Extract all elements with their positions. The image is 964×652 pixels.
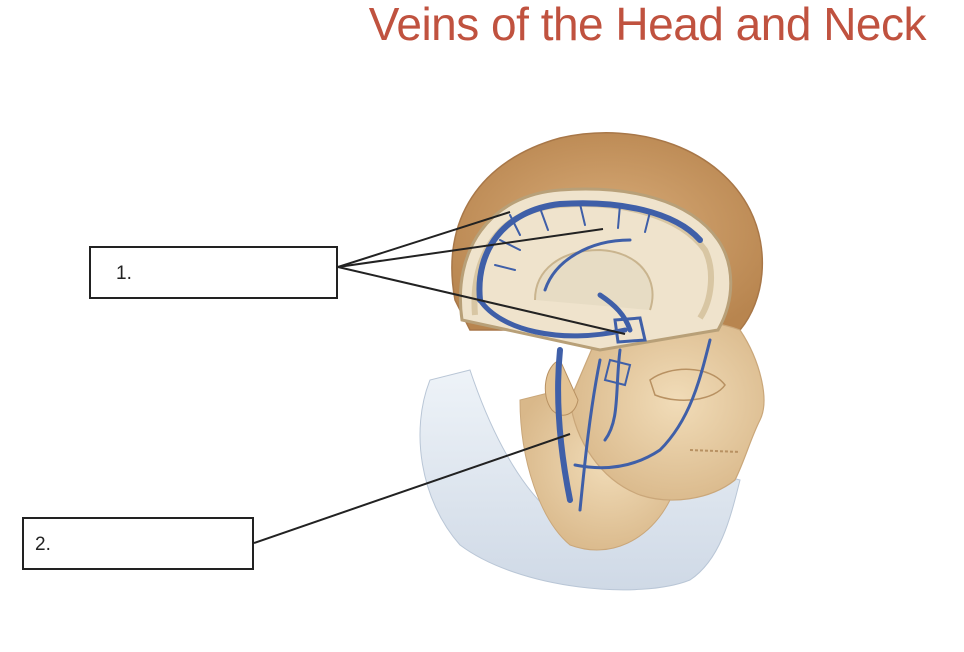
jaw-teeth — [689, 449, 741, 453]
leader-line-1b — [337, 228, 604, 268]
superior-sagittal-sinus — [476, 200, 703, 303]
inferior-sagittal-sinus — [543, 238, 632, 292]
label-box-2[interactable]: 2. — [22, 517, 254, 570]
orbit — [649, 368, 726, 401]
external-jugular-vein — [578, 358, 602, 512]
page-title: Veins of the Head and Neck — [368, 0, 927, 50]
pterygoid-plexus — [603, 358, 632, 387]
internal-jugular-vein — [555, 347, 573, 503]
leader-lines — [253, 211, 626, 544]
ear — [544, 359, 579, 416]
label-number-1: 1. — [116, 263, 132, 284]
cerebral-veins — [494, 203, 651, 271]
transverse-sinus — [477, 297, 628, 339]
vein-network — [476, 200, 712, 512]
leader-line-1c — [337, 266, 626, 335]
label-number-2: 2. — [35, 534, 51, 555]
leader-line-2 — [253, 433, 571, 544]
cavernous-plexus — [613, 316, 647, 344]
straight-sinus — [597, 292, 633, 333]
tentorium — [534, 248, 654, 311]
leader-line-1a — [337, 211, 511, 268]
facial-vein — [573, 338, 712, 470]
label-box-1[interactable]: 1. — [89, 246, 338, 299]
